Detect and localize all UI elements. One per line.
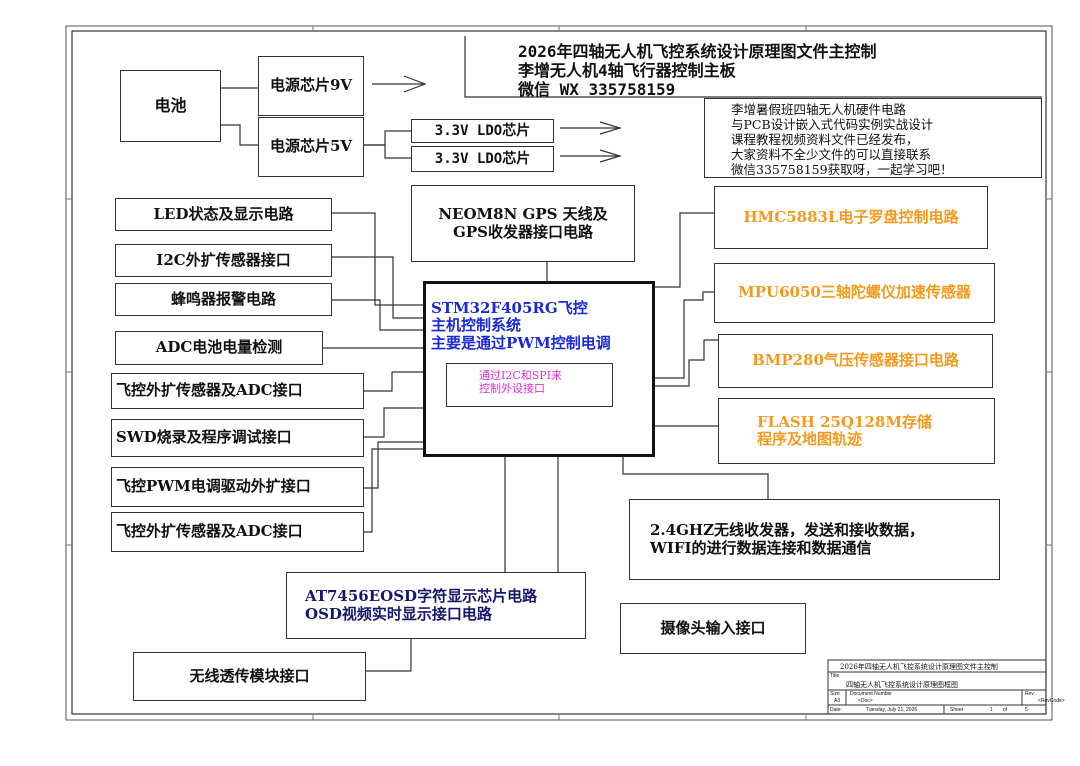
note-line: 课程教程视频资料文件已经发布， <box>731 132 919 147</box>
frame-ticks <box>66 26 1052 720</box>
led-status-block: LED状态及显示电路 <box>115 198 332 231</box>
bmp280-barometer-block: BMP280气压传感器接口电路 <box>718 334 993 388</box>
output-arrows <box>372 75 623 163</box>
header-title: 2026年四轴无人机飞控系统设计原理图文件主控制 <box>518 42 877 61</box>
title-block-title-label: Title <box>830 673 840 679</box>
mcu-label: STM32F405RG飞控 主机控制系统 主要是通过PWM控制电调 <box>431 299 611 352</box>
pwm-esc-port-block: 飞控PWM电调驱动外扩接口 <box>111 467 364 507</box>
mpu6050-imu-block: MPU6050三轴陀螺仪加速传感器 <box>714 263 995 323</box>
note-line: 微信335758159获取呀，一起学习吧！ <box>731 162 953 177</box>
note-box: 李增暑假班四轴无人机硬件电路 与PCB设计嵌入式代码实例实战设计 课程教程视频资… <box>704 98 1042 178</box>
left-wires <box>323 212 423 533</box>
wireless-module-block: 无线透传模块接口 <box>133 652 366 701</box>
camera-input-block: 摄像头输入接口 <box>620 603 806 654</box>
header-outline <box>464 36 1042 98</box>
flash-storage-block: FLASH 25Q128M存储 程序及地图轨迹 <box>718 398 995 464</box>
power-chip-9v-block: 电源芯片9V <box>258 56 364 116</box>
ldo-chip-block-1: 3.3V LDO芯片 <box>411 119 554 143</box>
title-block-date-value: Tuesday, July 21, 2026 <box>866 707 918 713</box>
osd-display-block: AT7456EOSD字符显示芯片电路 OSD视频实时显示接口电路 <box>286 572 586 639</box>
title-block-of-value: 5 <box>1025 707 1028 713</box>
note-line: 李增暑假班四轴无人机硬件电路 <box>731 102 907 117</box>
title-block-sheet-value: 1 <box>990 707 993 713</box>
title-block-docnum-label: Document Number <box>850 691 892 697</box>
title-block-rev-value: <RevCode> <box>1038 698 1065 704</box>
title-block-size-label: Size <box>830 691 840 697</box>
buzzer-alarm-block: 蜂鸣器报警电路 <box>115 283 332 316</box>
title-block-size-value: A3 <box>834 698 841 704</box>
mcu-interface-note: 通过I2C和SPI来 控制外设接口 <box>446 363 613 407</box>
note-line: 大家资料不全少文件的可以直接联系 <box>731 147 932 162</box>
power-chip-5v-block: 电源芯片5V <box>258 117 364 177</box>
swd-debug-port-block: SWD烧录及程序调试接口 <box>111 419 364 457</box>
right-wires <box>653 212 718 427</box>
hmc5883l-compass-block: HMC5883L电子罗盘控制电路 <box>714 186 988 249</box>
i2c-sensor-port-block: I2C外扩传感器接口 <box>115 244 332 277</box>
title-block-docnum-value: <Doc> <box>858 698 873 704</box>
header-board-name: 李增无人机4轴飞行器控制主板 <box>518 61 736 80</box>
note-line: 与PCB设计嵌入式代码实例实战设计 <box>731 117 934 132</box>
title-block-date-label: Date: <box>830 707 842 713</box>
ldo-chip-block-2: 3.3V LDO芯片 <box>411 146 554 172</box>
wifi-transceiver-block: 2.4GHZ无线收发器，发送和接收数据， WIFI的进行数据连接和数据通信 <box>629 499 1000 580</box>
power-wires <box>221 87 411 159</box>
sensor-adc-port-block-2: 飞控外扩传感器及ADC接口 <box>111 512 364 552</box>
header-contact: 微信 WX 335758159 <box>518 80 676 99</box>
title-block-of-label: of <box>1003 707 1008 713</box>
title-block-rev-label: Rev <box>1025 691 1034 697</box>
battery-block: 电池 <box>120 70 221 142</box>
title-block-title: 2026年四轴无人机飞控系统设计原理图文件主控制 <box>840 663 998 671</box>
sensor-adc-port-block-1: 飞控外扩传感器及ADC接口 <box>111 373 364 409</box>
title-block <box>827 659 1047 715</box>
adc-battery-block: ADC电池电量检测 <box>115 331 323 365</box>
title-block-sheet-label: Sheet <box>950 707 964 713</box>
gps-block: NEOM8N GPS 天线及 GPS收发器接口电路 <box>411 185 635 262</box>
title-block-subtitle: 四轴无人机飞控系统设计原理图框图 <box>846 681 958 689</box>
